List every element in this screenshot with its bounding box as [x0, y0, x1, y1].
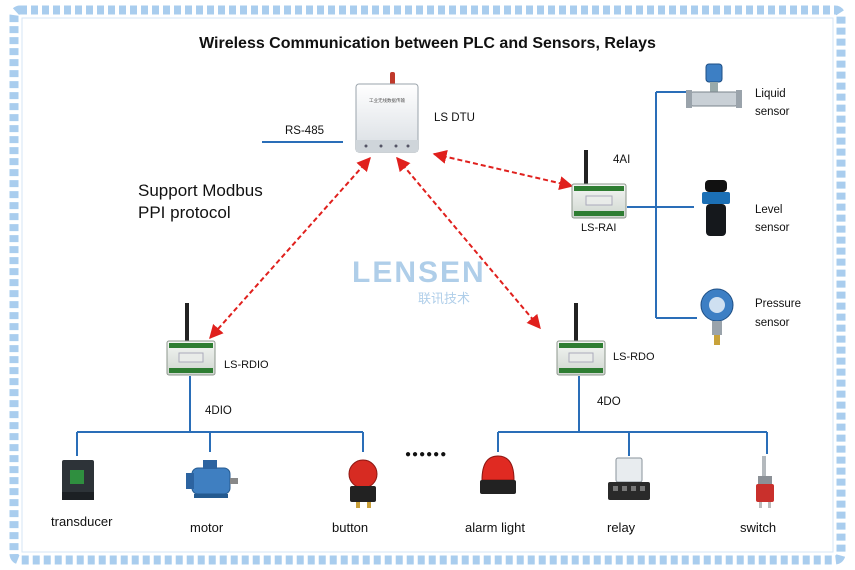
dtu-label: LS DTU	[434, 112, 475, 124]
rs485-label: RS-485	[285, 125, 324, 137]
ellipsis-dots: ●●●●●●	[405, 449, 448, 460]
motor-icon	[186, 460, 238, 498]
motor-label: motor	[190, 520, 224, 535]
wired-buses	[76, 91, 768, 456]
relay-icon	[608, 457, 650, 500]
watermark-text: LENSEN	[352, 256, 486, 289]
wireless-link-dtu-rdo	[396, 156, 541, 330]
dtu-faceplate-text: 工业无线数据传输	[369, 97, 405, 104]
push-button-icon	[348, 459, 378, 508]
pressure-sensor-label-2: sensor	[755, 317, 790, 329]
page-title: Wireless Communication between PLC and S…	[199, 35, 656, 52]
rdio-device	[166, 303, 216, 376]
button-label: button	[332, 520, 369, 535]
level-sensor-label-1: Level	[755, 204, 783, 216]
rai-io-label: 4AI	[613, 154, 631, 166]
liquid-sensor-label-1: Liquid	[755, 88, 786, 100]
level-sensor-icon	[702, 180, 730, 236]
rai-device	[571, 150, 627, 219]
rdio-io-label: 4DIO	[205, 405, 232, 417]
wireless-link-dtu-rdio	[209, 156, 371, 340]
rdio-label: LS-RDIO	[224, 359, 269, 371]
dtu-device: 工业无线数据传输	[355, 72, 419, 153]
alarm-light-label: alarm light	[465, 520, 525, 535]
protocol-note-line-2: PPI protocol	[138, 203, 231, 222]
pressure-sensor-icon	[700, 288, 734, 345]
transducer-label: transducer	[51, 514, 113, 529]
transducer-icon	[62, 460, 94, 500]
toggle-switch-icon	[756, 456, 774, 508]
rdo-label: LS-RDO	[613, 351, 655, 363]
watermark-subtext: 联讯技术	[418, 292, 471, 307]
flow-sensor-icon	[686, 63, 742, 108]
wireless-links	[209, 150, 574, 340]
wireless-link-dtu-rai	[432, 150, 574, 190]
decorative-frame	[9, 5, 846, 565]
switch-label: switch	[740, 520, 777, 535]
rai-label: LS-RAI	[581, 222, 617, 234]
pressure-sensor-label-1: Pressure	[755, 298, 802, 310]
protocol-note-line-1: Support Modbus	[138, 181, 263, 200]
watermark-logo: LENSEN 联讯技术	[352, 256, 512, 316]
rdo-io-label: 4DO	[597, 396, 621, 408]
alarm-light-icon	[480, 455, 516, 494]
rdo-device	[556, 303, 606, 376]
level-sensor-label-2: sensor	[755, 222, 790, 234]
relay-label: relay	[607, 520, 636, 535]
liquid-sensor-label-2: sensor	[755, 106, 790, 118]
